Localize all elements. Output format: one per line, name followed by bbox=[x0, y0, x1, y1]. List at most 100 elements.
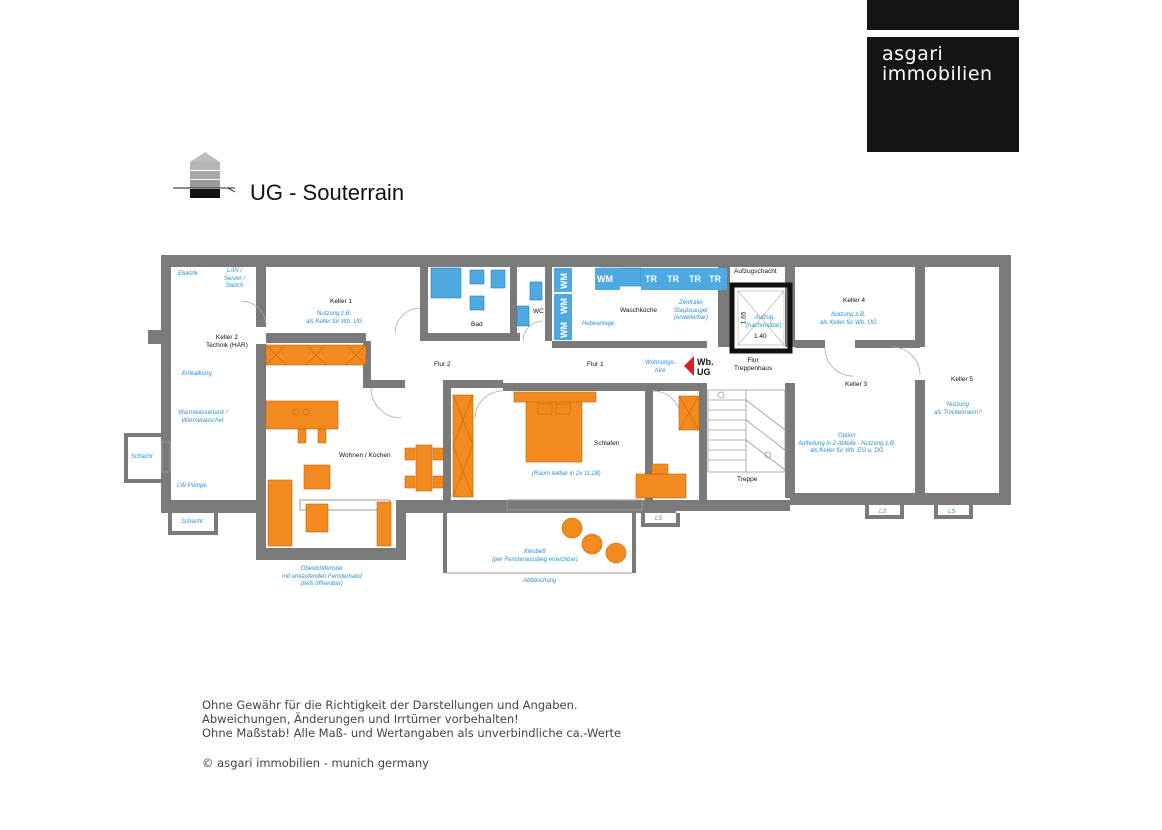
entrance-arrow-icon bbox=[684, 356, 694, 376]
wm-label-4: WM bbox=[597, 274, 613, 284]
kiesbett-line-2: (per Fensterausstieg erreichbar) bbox=[492, 556, 578, 563]
option-line-2: Aufteilung in 2 Abteile - Nutzung z.B. bbox=[798, 440, 896, 447]
copyright: © asgari immobilien - munich germany bbox=[202, 756, 429, 770]
label-wohnungstuer: Wohnungs- türe bbox=[645, 360, 676, 375]
note-raum-teilbar: (Raum teilbar in 2x 11,28) bbox=[532, 471, 601, 477]
lan-line-1: LAN / bbox=[227, 268, 243, 274]
brand-logo: asgari immobilien bbox=[867, 0, 1019, 152]
keller4-note-line-1: Nutzung z.B. bbox=[831, 312, 866, 318]
oberlicht-line-3: (teils öffnenbar) bbox=[301, 581, 343, 587]
keller1-note-line-2: als Keller für Wb. UG bbox=[306, 318, 363, 325]
level-title: UG - Souterrain bbox=[250, 180, 405, 205]
wb-ug-line-2: UG bbox=[697, 367, 711, 377]
flur-th-line-2: Treppenhaus bbox=[734, 365, 773, 372]
label-elektrik: Elektrik bbox=[178, 271, 198, 277]
logo-line-2: immobilien bbox=[882, 63, 993, 85]
tr-label-3: TR bbox=[689, 274, 701, 284]
lan-line-3: Switch bbox=[225, 283, 244, 289]
elevator bbox=[729, 282, 793, 354]
disclaimer-line-2: Abweichungen, Änderungen und Irrtümer vo… bbox=[202, 712, 519, 726]
label-wc: WC bbox=[533, 308, 544, 315]
zentraler-line-2: Staubsauger bbox=[674, 307, 709, 314]
label-ls-2: LS bbox=[879, 509, 887, 515]
label-flur-1: Flur 1 bbox=[587, 361, 604, 368]
furniture-details bbox=[265, 344, 700, 498]
note-option: Option Aufteilung in 2 Abteile - Nutzung… bbox=[798, 433, 896, 456]
label-keller-2: Keller 2 Technik (HAR) bbox=[206, 334, 248, 350]
wb-ug-line-1: Wb. bbox=[697, 357, 714, 367]
label-flur-2: Flur 2 bbox=[434, 361, 451, 368]
note-kiesbett: Kiesbett (per Fensterausstieg erreichbar… bbox=[492, 549, 578, 564]
tr-label-1: TR bbox=[645, 274, 657, 284]
label-lan: LAN / Server / Switch bbox=[224, 268, 245, 291]
label-flur-treppenhaus: Flur Treppenhaus bbox=[734, 357, 772, 373]
doors bbox=[240, 300, 921, 420]
keller2-line-1: Keller 2 bbox=[215, 334, 238, 341]
flur-th-line-1: Flur bbox=[747, 357, 759, 364]
stairs bbox=[707, 389, 786, 473]
oberlicht-line-1: Oberlichtfenster bbox=[300, 566, 344, 572]
label-aufzug-width: 1.40 bbox=[754, 333, 767, 340]
aufzug-line-2: (nachrüstbar) bbox=[746, 322, 782, 329]
label-keller-1: Keller 1 bbox=[330, 298, 353, 305]
note-keller-1: Nutzung z.B. als Keller für Wb. UG bbox=[306, 311, 362, 326]
label-aufzug-height: 1.65 bbox=[740, 311, 748, 325]
disclaimer: Ohne Gewähr für die Richtigkeit der Dars… bbox=[202, 698, 621, 740]
laundry-appliances bbox=[554, 268, 727, 340]
label-entkalkung: Entkalkung bbox=[182, 371, 212, 377]
keller5-note-line-2: als Trockenraum? bbox=[934, 409, 982, 416]
label-keller-4: Keller 4 bbox=[843, 297, 866, 304]
logo-text: asgari immobilien bbox=[882, 44, 993, 84]
walls bbox=[124, 255, 1011, 573]
label-wb-ug: Wb. UG bbox=[697, 357, 714, 377]
logo-bar bbox=[867, 30, 1019, 37]
label-hebeanlage: Hebeanlage bbox=[582, 321, 615, 327]
keller4-note-line-2: als Keller für Wb. OG bbox=[820, 319, 877, 326]
note-keller-5: Nutzung als Trockenraum? bbox=[934, 402, 982, 417]
building-section-icon bbox=[173, 152, 236, 198]
warmwasser-line-2: Wärmetauscher bbox=[181, 417, 224, 424]
tr-label-2: TR bbox=[667, 274, 679, 284]
wm-label-2: WM bbox=[559, 298, 569, 314]
disclaimer-line-1: Ohne Gewähr für die Richtigkeit der Dars… bbox=[202, 698, 578, 712]
label-aufzug: Aufzug (nachrüstbar) bbox=[746, 315, 782, 330]
label-schacht-left: Schacht bbox=[131, 454, 153, 460]
note-keller-4: Nutzung z.B. als Keller für Wb. OG bbox=[820, 312, 877, 327]
label-ls-1: LS bbox=[655, 516, 663, 522]
label-waschkueche: Waschküche bbox=[620, 307, 657, 314]
label-treppe: Treppe bbox=[737, 476, 758, 483]
keller2-line-2: Technik (HAR) bbox=[206, 342, 248, 349]
zentraler-line-3: (erweiterbar) bbox=[674, 315, 709, 321]
tr-label-4: TR bbox=[709, 274, 721, 284]
oberlicht-line-2: mit umlaufenden Fensterband bbox=[282, 573, 362, 580]
keller5-note-line-1: Nutzung bbox=[946, 402, 969, 408]
option-line-1: Option bbox=[837, 433, 856, 439]
label-warmwasser: Warmwassertank / Wärmetauscher bbox=[178, 410, 228, 425]
option-line-3: als Keller für Wb. EG u. DG bbox=[810, 448, 884, 454]
lan-line-2: Server / bbox=[224, 275, 246, 282]
wohnungstuer-line-2: türe bbox=[655, 367, 666, 374]
note-oberlicht: Oberlichtfenster mit umlaufenden Fenster… bbox=[282, 566, 362, 589]
zentraler-line-1: Zentraler bbox=[679, 300, 704, 306]
label-keller-3: Keller 3 bbox=[845, 381, 868, 388]
wm-label-3: WM bbox=[559, 322, 569, 338]
label-lw-pumpe: LW-Pumpe bbox=[177, 483, 207, 489]
label-keller-5: Keller 5 bbox=[951, 376, 974, 383]
disclaimer-line-3: Ohne Maßstab! Alle Maß- und Wertangaben … bbox=[202, 726, 622, 740]
aufzug-line-1: Aufzug bbox=[754, 315, 774, 321]
label-ls-3: LS bbox=[948, 509, 956, 515]
logo-line-1: asgari bbox=[882, 43, 944, 65]
warmwasser-line-1: Warmwassertank / bbox=[178, 410, 228, 416]
wm-label-1: WM bbox=[559, 273, 569, 289]
label-wohnen-kochen: Wohnen / Kochen bbox=[339, 452, 391, 459]
label-bad: Bad bbox=[471, 321, 483, 328]
keller1-note-line-1: Nutzung z.B. bbox=[317, 311, 352, 317]
label-schlafen: Schlafen bbox=[594, 440, 620, 447]
label-zentraler-staubsauger: Zentraler Staubsauger (erweiterbar) bbox=[674, 300, 708, 323]
kiesbett-line-1: Kiesbett bbox=[524, 549, 546, 555]
wohnungstuer-line-1: Wohnungs- bbox=[645, 360, 676, 366]
label-aufzugschacht: Aufzugschacht bbox=[734, 268, 777, 275]
label-schacht-bottom: Schacht bbox=[181, 519, 203, 525]
